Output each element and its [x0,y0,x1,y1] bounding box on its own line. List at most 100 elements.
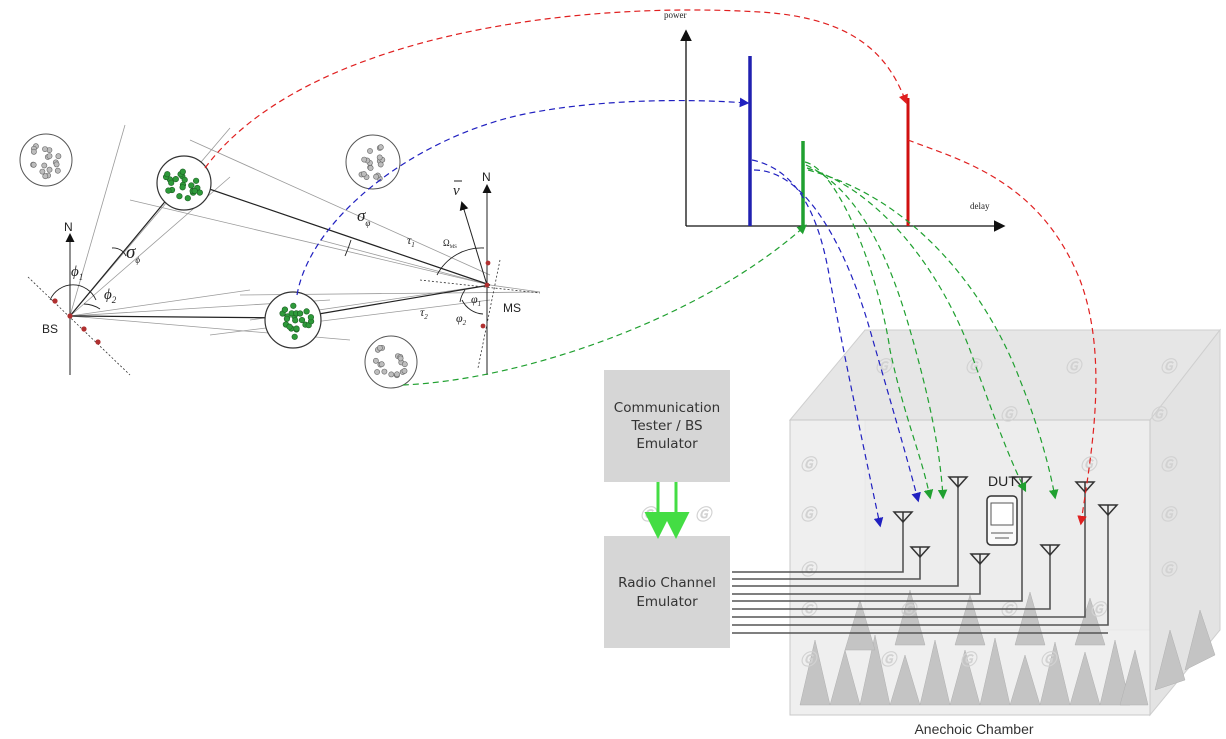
scatterer-dot [168,179,175,186]
velocity-label: v [453,183,460,199]
scatterer-dot [303,308,310,315]
greek-labels: ϕ1 ϕ2 σϕ σφ τ1 τ2 φ1 φ2 ΩMS [71,206,481,327]
scatterer-dot [360,171,367,177]
scatterer-dot [367,148,373,154]
scatterer-dot [394,371,400,378]
watermark-mark: Ⓖ [800,561,819,579]
chamber-caption: Anechoic Chamber [914,721,1033,737]
scatterer-dot [281,306,289,313]
scatterer-dot [297,310,304,317]
watermark-mark: Ⓖ [800,651,819,669]
tester-to-emulator-arrows [644,482,690,539]
svg-text:σφ: σφ [357,206,370,228]
svg-text:ϕ1: ϕ1 [71,264,83,282]
scatterer-dot [193,177,200,184]
north-label-bs: N [64,220,73,234]
velocity-arrow [459,201,488,286]
gray-cluster [345,134,401,190]
watermark-mark: Ⓖ [800,456,819,474]
communication-tester-box: Communication Tester / BS Emulator [604,370,730,482]
scatterer-dot [397,355,404,362]
scatterer-dot [55,153,62,160]
watermark-mark: Ⓖ [1160,358,1179,376]
radio-channel-emulator-box: Radio Channel Emulator [604,536,730,648]
scatterer-dot [376,344,383,351]
watermark-mark: Ⓖ [1000,601,1019,619]
scatterer-dot [293,325,300,332]
watermark-mark: Ⓖ [1160,456,1179,474]
watermark-mark: Ⓖ [1150,406,1169,424]
scatterer-dot [307,314,315,321]
scatterer-dot [376,154,383,161]
ms-label: MS [503,301,521,315]
scatterer-dot [46,153,53,159]
scatterer-dot [181,176,188,183]
svg-text:ΩMS: ΩMS [443,238,457,250]
scatterer-dot [298,317,306,324]
scatterer-dot [286,323,293,330]
scatterer-dot [196,189,203,196]
svg-text:τ1: τ1 [407,233,415,249]
scatterer-dot [172,176,179,183]
antenna-icon [969,553,991,566]
scatterer-dot [381,368,388,375]
emulator-label-line2: Emulator [636,594,698,610]
scatterer-dot [377,144,384,151]
north-label-ms: N [482,170,491,184]
antenna-icon [1074,481,1096,494]
watermark-mark: Ⓖ [960,651,979,669]
scatterer-dot [46,166,53,173]
watermark-mark: Ⓖ [1080,456,1099,474]
scatterer-dot [367,165,374,171]
scatterer-dot [378,361,385,368]
scatterer-dot [39,168,46,175]
scatterer-dot [401,361,408,368]
rf-cables [732,485,1109,634]
antenna-icon [892,511,914,524]
scatterer-dot [292,317,299,324]
svg-text:φ2: φ2 [456,311,467,327]
svg-text:ϕ2: ϕ2 [104,287,117,305]
scatterer-dot [30,161,37,168]
antenna-icon [1039,544,1061,557]
scatterer-dot [388,371,395,378]
watermark-mark: Ⓖ [1040,651,1059,669]
scatterer-dot [165,187,172,194]
gray-cluster [19,133,73,187]
antenna-icon [947,476,969,489]
watermark-mark: Ⓖ [880,651,899,669]
scatterer-dot [188,182,195,189]
dut-phone-icon [986,495,1018,546]
scatterer-dot [42,146,48,152]
watermark-mark: Ⓖ [1065,358,1084,376]
scatterer-dot [291,333,298,340]
scatterer-dot [377,161,384,168]
watermark-mark: Ⓖ [965,358,984,376]
scatterer-dot [283,315,291,322]
watermark-mark: Ⓖ [640,506,659,524]
scatterer-dot [54,167,61,174]
emulator-label-line1: Radio Channel [618,575,716,591]
main-rays [69,179,491,319]
scatterer-dot [184,195,191,202]
scatterer-dot [176,193,183,200]
watermark-mark: Ⓖ [800,601,819,619]
watermark-mark: Ⓖ [1000,406,1019,424]
tester-label-line1: Communication [614,400,720,416]
watermark-mark: Ⓖ [1160,561,1179,579]
mapping-curves [204,9,1097,528]
scatterer-dot [164,171,171,178]
scatterer-dot [179,184,186,191]
scatterer-dot [401,367,408,374]
tester-label-line3: Emulator [636,436,698,452]
tester-label-line2: Tester / BS [630,418,702,434]
scatterer-dot [290,302,297,309]
scatterer-dot [53,161,60,168]
dut-label: DUT [988,473,1017,489]
watermark-mark: Ⓖ [1160,506,1179,524]
bs-label: BS [42,322,58,336]
antenna-icon [1097,504,1119,517]
scatterer-dot [373,173,379,180]
watermark-mark: Ⓖ [800,506,819,524]
